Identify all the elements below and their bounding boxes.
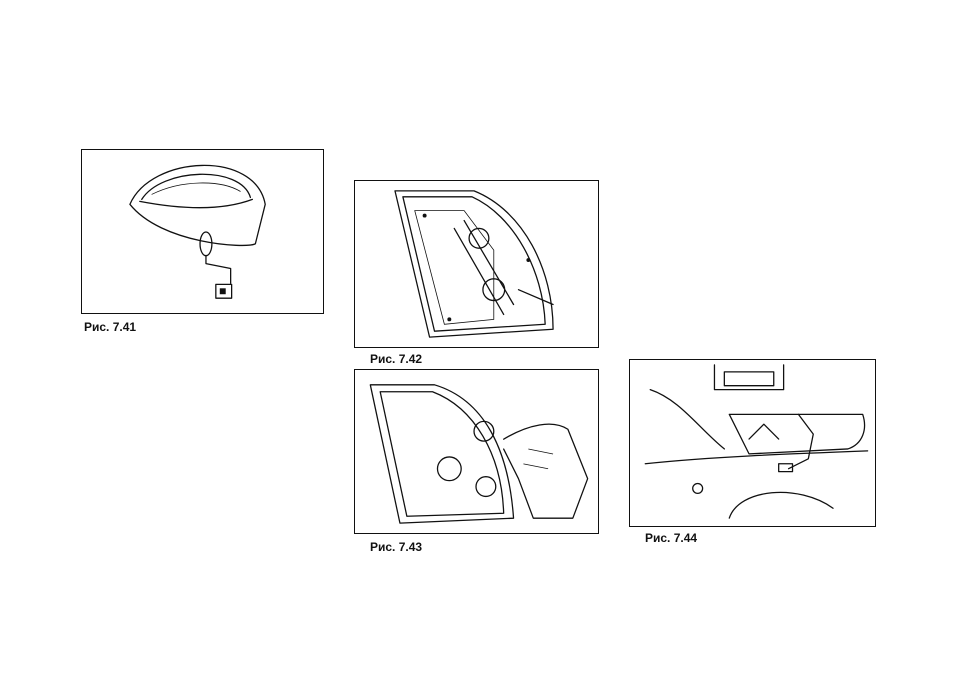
- high-stop-lamp-illustration: [82, 150, 323, 313]
- caption-7-44: Рис. 7.44: [645, 531, 697, 545]
- bulb-holder-removal-illustration: [355, 370, 598, 533]
- trunk-lid-wiring-illustration: [630, 360, 875, 526]
- figure-7-44: [629, 359, 876, 527]
- figure-7-41: [81, 149, 324, 314]
- caption-7-43: Рис. 7.43: [370, 540, 422, 554]
- figure-7-43: [354, 369, 599, 534]
- rear-lamp-housing-illustration: [355, 181, 598, 347]
- caption-7-41: Рис. 7.41: [84, 320, 136, 334]
- caption-7-42: Рис. 7.42: [370, 352, 422, 366]
- figure-7-42: [354, 180, 599, 348]
